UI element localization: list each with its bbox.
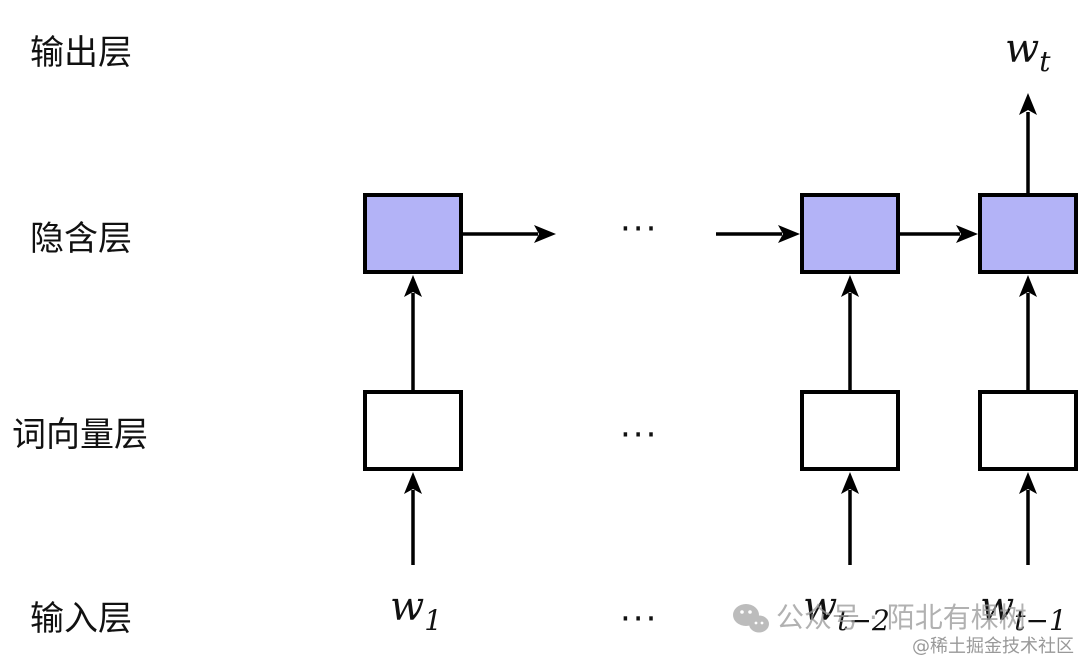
arrow-input-t-minus-1-to-embedding (1019, 472, 1037, 565)
hidden-layer-label: 隐含层 (30, 219, 132, 259)
input-word-t-minus-1: wt−1 (980, 584, 1067, 637)
input-word-1: w1 (390, 584, 442, 637)
input-word-t-minus-1-sub: t−1 (1014, 604, 1067, 637)
wechat-icon (733, 604, 769, 633)
embedding-box-t-minus-1 (978, 390, 1078, 471)
arrow-prev-to-hidden-t-minus-2 (716, 225, 800, 243)
output-layer-label: 输出层 (30, 33, 132, 73)
arrow-input-t-minus-2-to-embedding (841, 472, 859, 565)
input-word-1-base: w (390, 584, 424, 630)
watermark-site: @稀土掘金技术社区 (912, 636, 1074, 657)
arrow-hidden-1-to-next (462, 225, 556, 243)
input-word-t-minus-2: wt−2 (803, 584, 890, 637)
input-word-t-minus-2-sub: t−2 (837, 604, 890, 637)
arrow-hidden-to-output (1019, 93, 1037, 193)
hidden-box-1 (363, 193, 463, 274)
arrow-embedding-1-to-hidden (404, 275, 422, 390)
embedding-box-1 (363, 390, 463, 471)
arrow-input-1-to-embedding (404, 472, 422, 565)
arrow-embedding-t-minus-2-to-hidden (841, 275, 859, 390)
hidden-box-t-minus-1 (978, 193, 1078, 274)
embedding-layer-label: 词向量层 (12, 415, 148, 455)
arrow-embedding-t-minus-1-to-hidden (1019, 275, 1037, 390)
arrow-hidden-t-minus-2-to-t-minus-1 (899, 225, 978, 243)
input-ellipsis: ··· (620, 599, 658, 639)
embedding-box-t-minus-2 (800, 390, 900, 471)
input-layer-label: 输入层 (30, 599, 132, 639)
input-word-t-minus-2-base: w (803, 584, 837, 630)
hidden-ellipsis: ··· (620, 209, 658, 249)
output-word-base: w (1005, 26, 1039, 72)
input-word-t-minus-1-base: w (980, 584, 1014, 630)
output-word-sub: t (1039, 45, 1051, 78)
hidden-box-t-minus-2 (800, 193, 900, 274)
embedding-ellipsis: ··· (620, 415, 658, 455)
watermark: 公众号 · 陌北有棵树 @稀土掘金技术社区 (733, 601, 1074, 657)
output-word-label: wt (1005, 26, 1051, 78)
input-word-1-sub: 1 (424, 604, 442, 637)
watermark-channel: 公众号 · 陌北有棵树 (776, 601, 1027, 634)
